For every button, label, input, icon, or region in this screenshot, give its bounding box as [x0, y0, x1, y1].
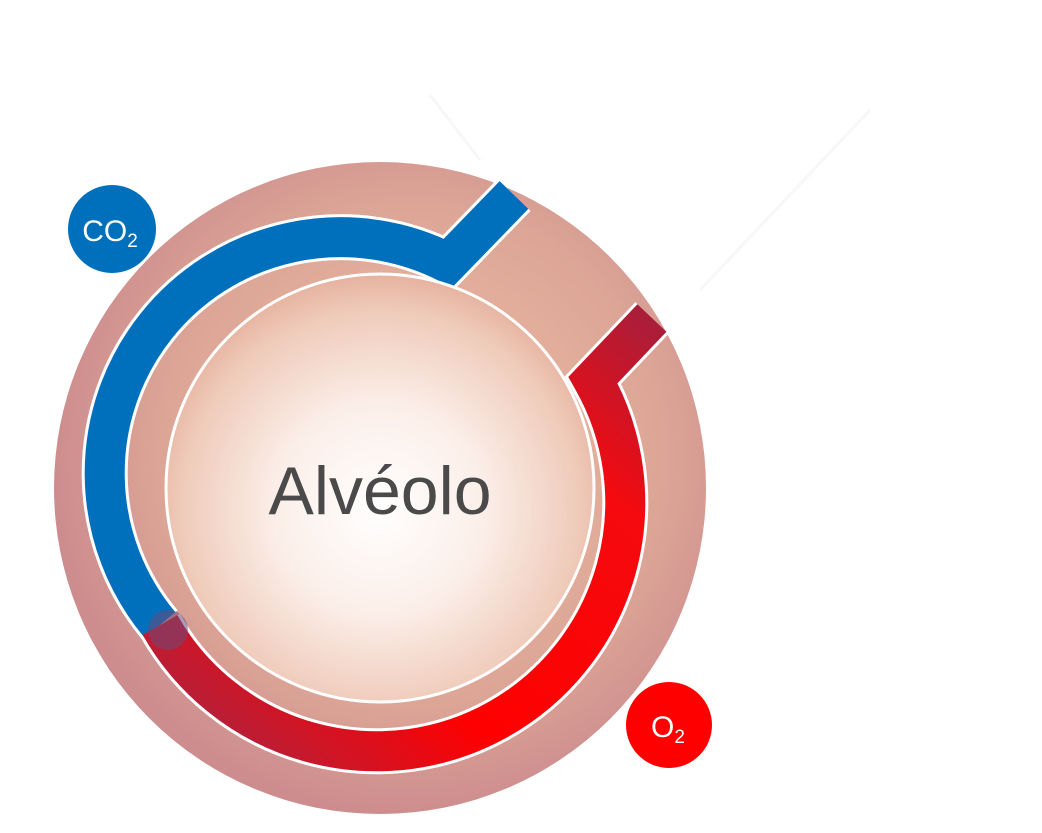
o2-badge: O2 — [626, 682, 712, 768]
o2-tube — [142, 304, 667, 772]
faint-background-lines — [428, 94, 872, 292]
o2-badge-subscript: 2 — [674, 727, 685, 748]
o2-badge-base: O — [651, 711, 674, 744]
co2-badge: CO2 — [68, 185, 156, 273]
svg-text:O2: O2 — [651, 711, 685, 748]
svg-text:CO2: CO2 — [82, 215, 138, 252]
co2-badge-subscript: 2 — [127, 231, 138, 252]
co2-tube — [84, 181, 529, 638]
alveolus-core — [164, 272, 596, 704]
tube-junction — [148, 610, 188, 650]
alveolus-label: Alvéolo — [268, 453, 491, 529]
co2-badge-base: CO — [82, 215, 127, 248]
